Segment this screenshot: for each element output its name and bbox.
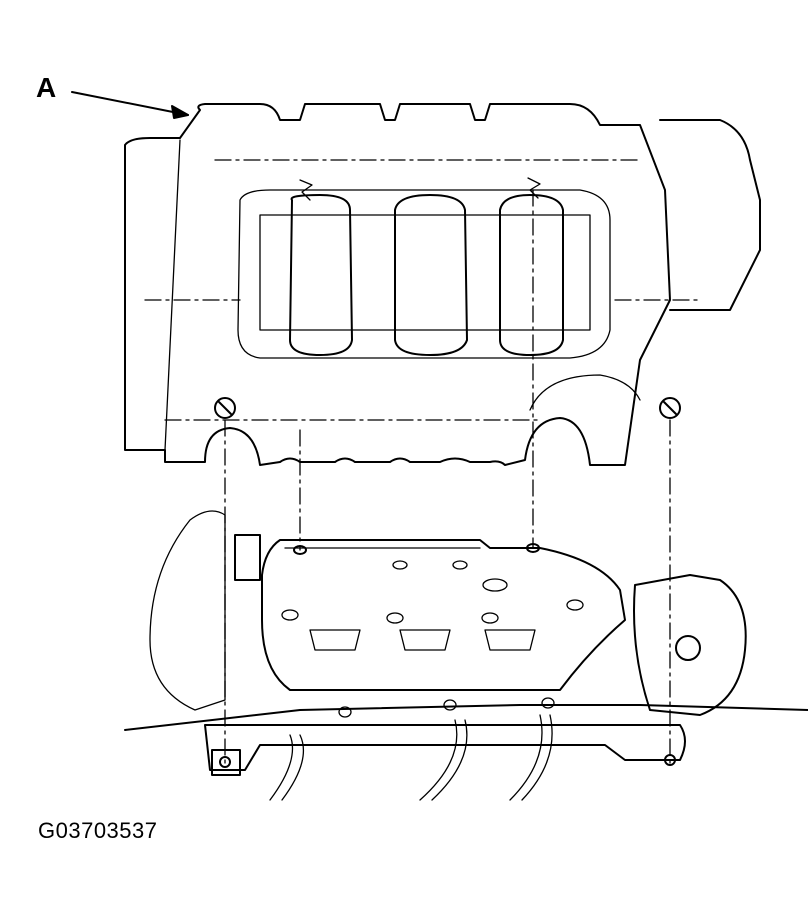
alignment-lines xyxy=(224,189,671,766)
figure-code: G03703537 xyxy=(38,818,158,843)
engine-cover xyxy=(124,103,761,466)
mounting-bolts xyxy=(214,397,681,419)
callout-label: A xyxy=(36,72,57,103)
engine-assembly xyxy=(124,510,808,801)
callout-arrow xyxy=(71,91,189,119)
